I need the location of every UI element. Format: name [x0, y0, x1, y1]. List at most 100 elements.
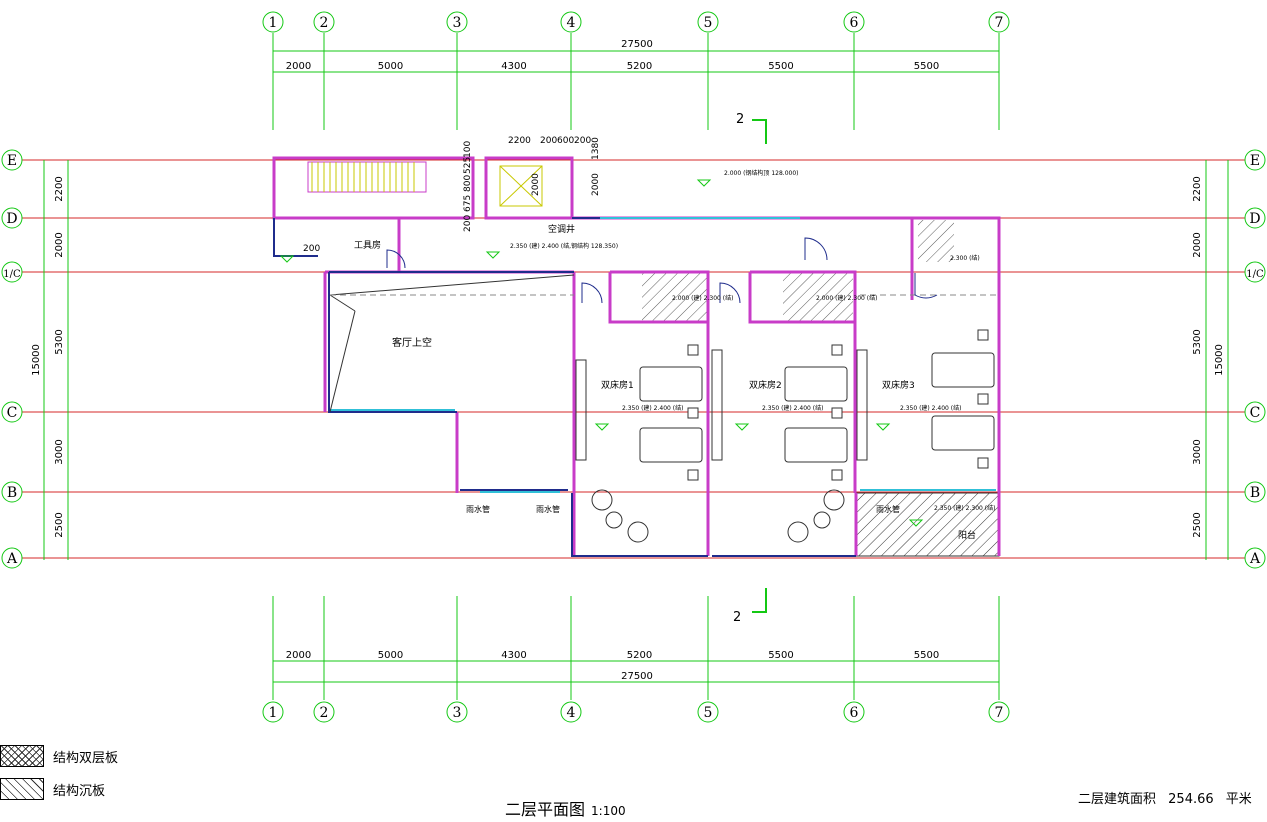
- level-roof: 2.000 (钢结构顶 128.000): [724, 169, 799, 177]
- svg-text:雨水管: 雨水管: [876, 504, 900, 514]
- svg-text:5: 5: [704, 15, 713, 31]
- small-dimension-notes: 2200 200 600 200 200: [303, 136, 591, 254]
- section-marker-top: 2: [736, 112, 767, 144]
- svg-text:7: 7: [995, 15, 1004, 31]
- level-bath1: 2.000 (建) 2.300 (结): [672, 294, 733, 302]
- axis-bubble-bottom-1: 1: [262, 701, 284, 723]
- level-bed3: 2.350 (建) 2.400 (结): [900, 404, 961, 412]
- windows: [330, 217, 996, 493]
- svg-text:200: 200: [463, 215, 473, 232]
- dim-span-top-2: 4300: [501, 61, 526, 72]
- legend-label-double-slab: 结构双层板: [53, 750, 119, 766]
- axis-bubble-top-7: 7: [988, 11, 1010, 33]
- bath2-hatch: [783, 272, 853, 322]
- level-bath2: 2.000 (建) 2.300 (结): [816, 294, 877, 302]
- dim-span-bottom-5: 5500: [914, 650, 939, 661]
- svg-text:4: 4: [567, 705, 576, 721]
- axis-bubble-left-2: 1/C: [1, 261, 23, 283]
- dim-total-top: 27500: [621, 39, 653, 50]
- svg-text:2000: 2000: [531, 173, 541, 196]
- beds: [639, 329, 995, 481]
- dim-span-bottom-1: 5000: [378, 650, 403, 661]
- axis-bubble-top-1: 1: [262, 11, 284, 33]
- elevator-shaft: [499, 165, 543, 207]
- svg-text:C: C: [1250, 405, 1261, 421]
- axis-bubble-left-1: D: [1, 207, 23, 229]
- svg-text:1/C: 1/C: [1246, 269, 1264, 280]
- dim-left-total: 15000: [31, 344, 42, 376]
- void-lines: [329, 274, 999, 413]
- axis-bubble-right-2: 1/C: [1244, 261, 1266, 283]
- axis-bubble-right-0: E: [1244, 149, 1266, 171]
- dim-right-row-1: 2000: [1192, 232, 1203, 257]
- svg-text:A: A: [1249, 551, 1261, 567]
- dim-span-bottom-2: 4300: [501, 650, 526, 661]
- wardrobes: [575, 349, 868, 461]
- svg-text:200: 200: [540, 136, 557, 146]
- axis-bubble-bottom-5: 5: [697, 701, 719, 723]
- rain-pipe-notes: 雨水管 雨水管 雨水管: [466, 504, 900, 514]
- vertical-axis-lines: [272, 33, 1000, 700]
- svg-text:D: D: [1249, 211, 1260, 227]
- dim-total-bottom: 27500: [621, 671, 653, 682]
- diag-hatch-swatch: [0, 778, 44, 800]
- svg-text:D: D: [6, 211, 17, 227]
- svg-text:3: 3: [453, 705, 462, 721]
- axis-bubble-bottom-4: 4: [560, 701, 582, 723]
- svg-text:800: 800: [463, 175, 473, 192]
- dim-span-top-3: 5200: [627, 61, 652, 72]
- bath3-hatch: [918, 220, 954, 262]
- room-label-balcony: 阳台: [958, 529, 976, 541]
- level-bed2: 2.350 (建) 2.400 (结): [762, 404, 823, 412]
- dim-right-row-4: 2500: [1192, 512, 1203, 537]
- axis-bubble-left-3: C: [1, 401, 23, 423]
- svg-text:B: B: [7, 485, 17, 501]
- svg-text:E: E: [1250, 153, 1260, 169]
- room-label-ac-shaft: 空调井: [548, 223, 575, 235]
- axis-bubble-left-0: E: [1, 149, 23, 171]
- axis-bubble-bottom-7: 7: [988, 701, 1010, 723]
- dim-right-row-2: 5300: [1192, 329, 1203, 354]
- axis-bubbles-right: E D 1/C C B A: [1244, 149, 1266, 569]
- svg-text:5: 5: [704, 705, 713, 721]
- svg-text:E: E: [7, 153, 17, 169]
- section-marker-bottom: 2: [733, 588, 767, 625]
- svg-text:1: 1: [269, 705, 278, 721]
- svg-text:6: 6: [850, 705, 859, 721]
- axis-bubble-right-1: D: [1244, 207, 1266, 229]
- svg-text:2: 2: [320, 705, 329, 721]
- axis-bubble-left-5: A: [1, 547, 23, 569]
- dim-span-bottom-0: 2000: [286, 650, 311, 661]
- axis-bubble-right-4: B: [1244, 481, 1266, 503]
- svg-text:3: 3: [453, 15, 462, 31]
- legend-double-slab: 结构双层板: [0, 745, 118, 767]
- level-bed1: 2.350 (建) 2.400 (结): [622, 404, 683, 412]
- area-value: 254.66: [1168, 792, 1214, 807]
- dim-span-top-0: 2000: [286, 61, 311, 72]
- area-unit: 平米: [1225, 792, 1252, 807]
- svg-text:675: 675: [463, 195, 473, 212]
- legend-sunken-slab: 结构沉板: [0, 778, 105, 800]
- axis-bubbles-top: 1 2 3 4 5 6 7: [262, 11, 1010, 33]
- dim-right-total: 15000: [1214, 344, 1225, 376]
- axis-bubble-top-2: 2: [313, 11, 335, 33]
- svg-text:2200: 2200: [508, 136, 531, 146]
- dim-right-row-3: 3000: [1192, 439, 1203, 464]
- level-bath3: 2.300 (结): [950, 254, 980, 262]
- floor-area: 二层建筑面积 254.66 平米: [1078, 788, 1260, 807]
- bath1-hatch: [642, 272, 708, 322]
- svg-text:1: 1: [269, 15, 278, 31]
- room-label-bedroom1: 双床房1: [601, 379, 634, 391]
- level-corridor: 2.350 (建) 2.400 (结,钢结构 128.350): [510, 242, 618, 250]
- drawing-title: 二层平面图 1:100: [505, 796, 626, 820]
- title-scale: 1:100: [591, 804, 626, 818]
- title-text: 二层平面图: [505, 800, 586, 819]
- dim-span-top-5: 5500: [914, 61, 939, 72]
- axis-bubble-top-6: 6: [843, 11, 865, 33]
- staircase: [307, 161, 427, 193]
- svg-text:4: 4: [567, 15, 576, 31]
- svg-text:100: 100: [463, 141, 473, 158]
